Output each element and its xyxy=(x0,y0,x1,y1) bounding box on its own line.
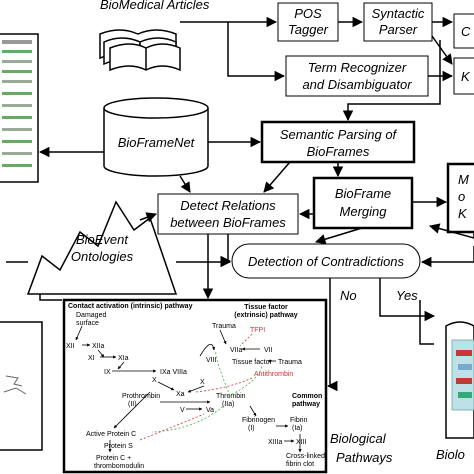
pathway-tfpi: TFPI xyxy=(250,327,265,334)
pathway-fibrinogen-1: Fibrinogen xyxy=(242,417,275,424)
pathway-fibrin-2: (Ia) xyxy=(292,425,303,432)
partial-right-box-line2: o xyxy=(458,189,465,204)
pathway-xiia: XIIa xyxy=(92,343,105,350)
semantic-line1: Semantic Parsing of xyxy=(280,127,398,142)
edge-label-no: No xyxy=(340,288,357,303)
bioframenet-label: BioFrameNet xyxy=(118,135,196,150)
left-screenshot-thumbnail xyxy=(0,33,39,183)
articles-books-icon xyxy=(99,29,181,72)
pathway-ix: IX xyxy=(104,369,111,376)
detect-relations-box: Detect Relations between BioFrames xyxy=(157,193,299,235)
left-bottom-partial-box xyxy=(0,321,43,451)
edge-label-yes: Yes xyxy=(396,288,418,303)
pathway-ixa-viiia: IXa VIIIa xyxy=(160,369,187,376)
connectors xyxy=(6,16,474,392)
bioevent-line1: BioEvent xyxy=(76,232,129,247)
articles-label: BioMedical Articles xyxy=(100,0,210,12)
pathway-crosslinked-1: Cross-linked xyxy=(286,453,325,460)
pathway-x-left: X xyxy=(152,377,157,384)
semantic-parsing-box: Semantic Parsing of BioFrames xyxy=(260,120,416,164)
pathway-protein-s: Protein S xyxy=(104,443,133,450)
pathway-thrombin-2: (IIa) xyxy=(222,401,234,408)
pathway-xii: XII xyxy=(66,343,75,350)
pathway-common-2: pathway xyxy=(292,401,320,408)
pathway-prothrombin-1: Prothrombin xyxy=(122,393,160,400)
pathway-damaged-line1: Damaged xyxy=(76,312,106,319)
bioevent-ontologies-shape: BioEvent Ontologies xyxy=(26,200,178,295)
pathway-trauma-right: Trauma xyxy=(278,359,302,366)
contradictions-label: Detection of Contradictions xyxy=(248,254,405,269)
merging-line2: Merging xyxy=(340,204,388,219)
pathway-thrombin-1: Thrombin xyxy=(216,393,246,400)
detect-line1: Detect Relations xyxy=(180,198,276,213)
right-bottom-image: Biolo xyxy=(436,320,474,462)
pathway-tissue-line1: Tissue factor xyxy=(244,304,288,311)
pathway-tissue-line2: (extrinsic) pathway xyxy=(234,312,298,319)
pathway-xia: XIa xyxy=(118,355,129,362)
semantic-line2: BioFrames xyxy=(307,144,370,159)
term-recognizer-box: Term Recognizer and Disambiguator xyxy=(285,55,429,97)
syntactic-parser-box: Syntactic Parser xyxy=(363,2,433,42)
term-line1: Term Recognizer xyxy=(308,60,407,75)
bioevent-line2: Ontologies xyxy=(71,249,134,264)
pathway-crosslinked-2: fibrin clot xyxy=(286,461,314,468)
pathway-protein-c-2: thrombomodulin xyxy=(94,463,144,470)
bioframe-merging-box: BioFrame Merging xyxy=(312,176,414,230)
merging-line1: BioFrame xyxy=(335,186,391,201)
pathway-fibrin-1: Fibrin xyxy=(290,417,308,424)
pathway-xiiia: XIIIa xyxy=(268,439,283,446)
pos-tagger-line2: Tagger xyxy=(288,22,329,37)
pathway-x-right: X xyxy=(200,379,205,386)
pathway-xiii: XIII xyxy=(296,439,307,446)
detection-contradictions-box: Detection of Contradictions xyxy=(231,243,421,279)
partial-right-box-line1: M xyxy=(458,172,469,187)
pathway-figure: Contact activation (intrinsic) pathway T… xyxy=(62,298,328,474)
pathway-active-protein-c: Active Protein C xyxy=(86,431,136,438)
pathway-viia: VIIa xyxy=(230,347,243,354)
parser-line1: Syntactic xyxy=(372,6,425,21)
pathway-protein-c-1: Protein C + xyxy=(96,455,131,462)
parser-line2: Parser xyxy=(379,22,418,37)
pathway-xa: Xa xyxy=(176,391,185,398)
partial-right-top-box: C xyxy=(453,13,474,49)
bioframenet-database: BioFrameNet xyxy=(103,97,209,177)
pathway-va: Va xyxy=(206,407,214,414)
partial-right-top-label: C xyxy=(461,24,471,39)
pathways-line1: Biological xyxy=(330,431,387,446)
partial-right-mid-label: K xyxy=(461,69,471,84)
pathway-vii: VII xyxy=(264,347,273,354)
detect-line2: between BioFrames xyxy=(170,215,286,230)
pathway-common-1: Common xyxy=(292,393,322,400)
pathway-xi: XI xyxy=(88,355,95,362)
pathways-line2: Pathways xyxy=(336,450,393,465)
term-line2: and Disambiguator xyxy=(302,77,412,92)
pos-tagger-line1: POS xyxy=(294,6,322,21)
pathway-prothrombin-2: (II) xyxy=(128,401,137,408)
pathway-v: V xyxy=(180,407,185,414)
pathway-contact-label: Contact activation (intrinsic) pathway xyxy=(68,303,193,310)
pathway-fibrinogen-2: (I) xyxy=(248,425,255,432)
partial-right-mid-box: K xyxy=(453,57,474,95)
partial-right-box-line3: K xyxy=(458,206,468,221)
pathway-antithrombin: Antithrombin xyxy=(254,371,293,378)
partial-right-bold-box: M o K xyxy=(446,162,474,234)
right-bottom-label: Biolo xyxy=(436,447,465,462)
pos-tagger-box: POS Tagger xyxy=(277,2,339,42)
pathway-tissue-factor: Tissue factor xyxy=(232,359,272,366)
pathway-damaged-line2: surface xyxy=(76,320,99,327)
pathway-viii: VIII xyxy=(206,357,217,364)
pathway-trauma-top: Trauma xyxy=(212,323,236,330)
